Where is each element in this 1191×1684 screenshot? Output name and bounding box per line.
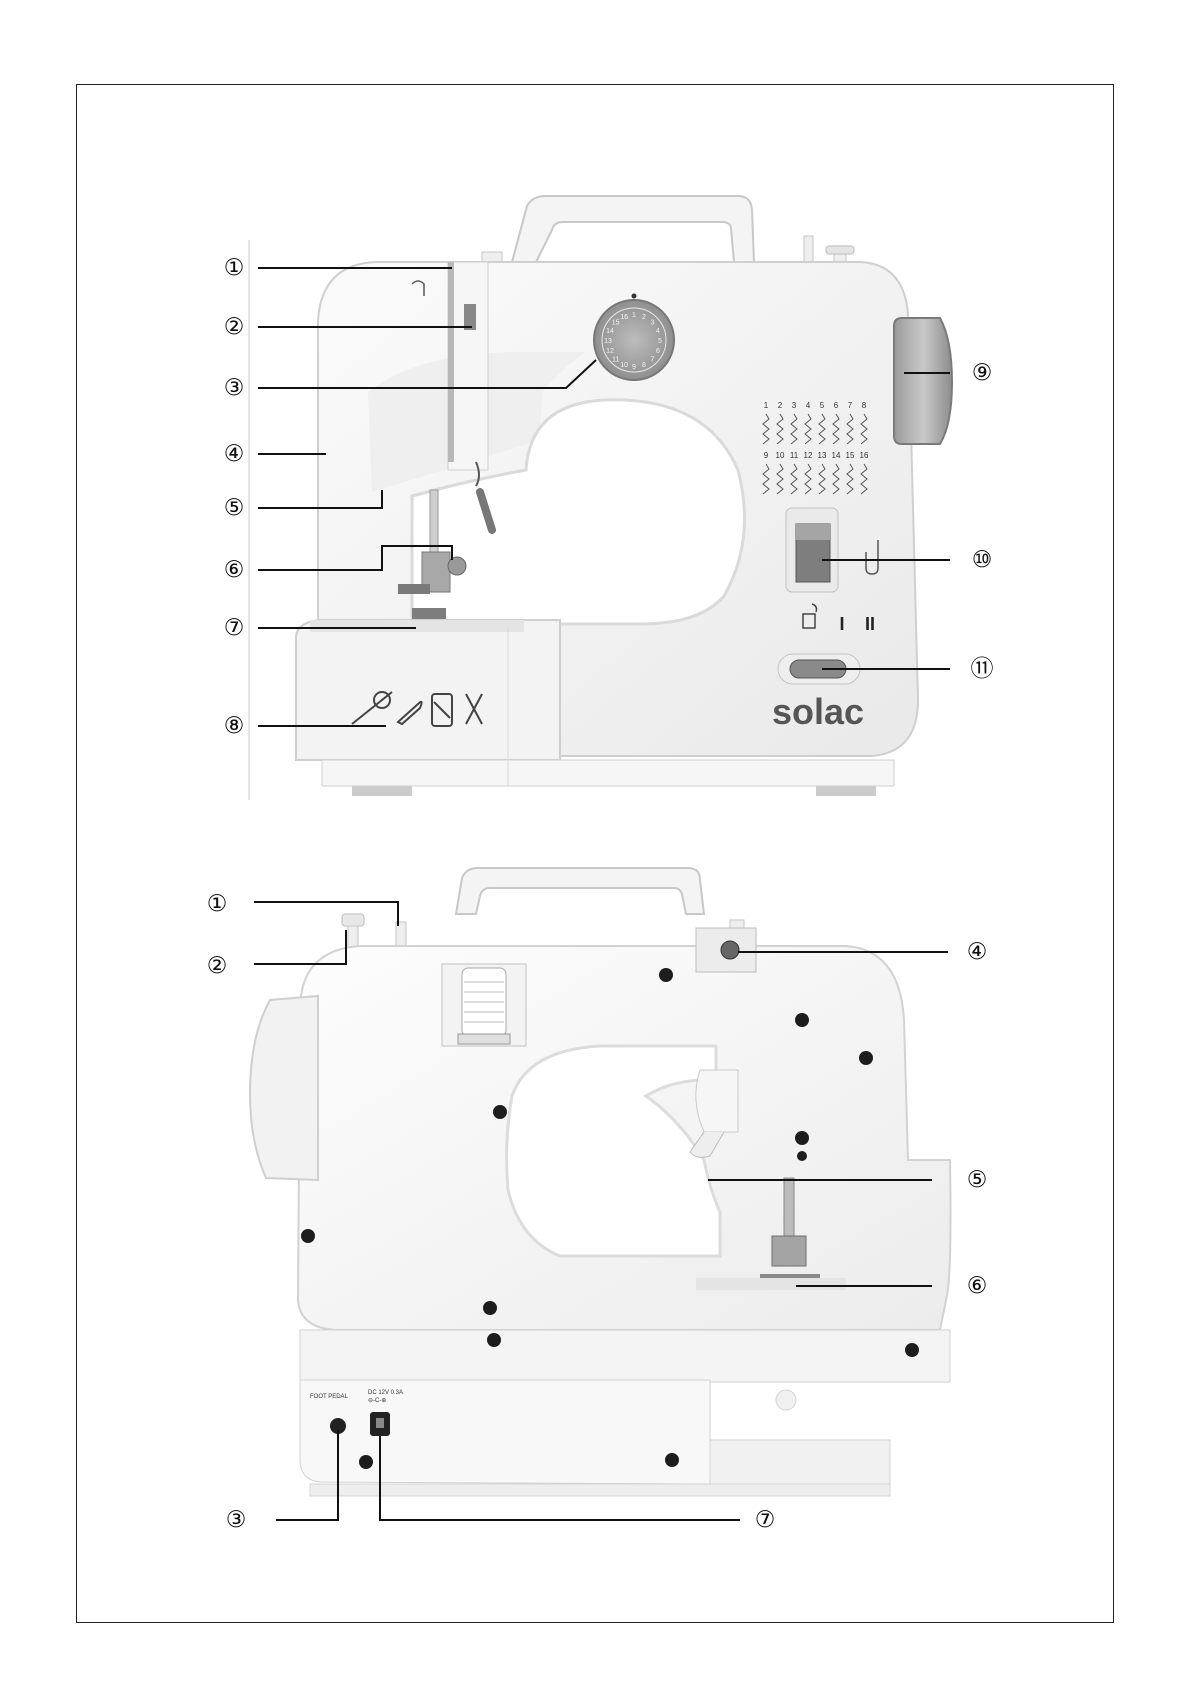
rear-lower-body: [300, 1380, 710, 1484]
dial-number: 10: [620, 362, 628, 369]
front-callout-6: ⑥: [217, 553, 251, 587]
dial-number: 6: [656, 348, 660, 355]
front-callout-4: ④: [217, 437, 251, 471]
front-callout-1: ①: [217, 251, 251, 285]
stitch-number: 15: [846, 451, 855, 460]
stitch-number: 2: [778, 401, 783, 410]
power-input-label: DC 12V 0.3A: [368, 1390, 403, 1396]
front-callout-2: ②: [217, 310, 251, 344]
stitch-number: 7: [848, 401, 853, 410]
dial-number: 7: [650, 356, 654, 363]
rear-presser-lever-housing: [696, 1070, 738, 1132]
rear-needle-plate: [696, 1278, 846, 1290]
brand-logo: solac: [772, 691, 864, 732]
rear-base: [300, 1330, 950, 1382]
needle-bar: [430, 490, 438, 554]
speed-label-ii: II: [865, 614, 875, 634]
dial-number: 4: [656, 328, 660, 335]
front-callout-7: ⑦: [217, 611, 251, 645]
rear-carry-handle: [456, 868, 704, 914]
stitch-number: 6: [834, 401, 839, 410]
rear-callout-5: ⑤: [960, 1163, 994, 1197]
dial-number: 1: [632, 312, 636, 319]
bobbin-winder-cap: [826, 246, 854, 254]
presser-foot: [412, 608, 446, 620]
dial-number: 5: [658, 338, 662, 345]
stitch-number: 14: [832, 451, 841, 460]
rear-callout-4: ④: [960, 935, 994, 969]
speed-label-i: I: [839, 614, 844, 634]
presser-foot-screw: [398, 584, 430, 594]
power-socket-pin: [376, 1418, 384, 1428]
rear-callout-2: ②: [200, 949, 234, 983]
power-polarity-label: ⊖-C-⊕: [368, 1398, 386, 1404]
front-callout-5: ⑤: [217, 491, 251, 525]
hand-wheel[interactable]: [894, 318, 952, 444]
foot-left: [352, 786, 412, 796]
foot-pedal-label: FOOT PEDAL: [310, 1394, 349, 1400]
dial-number: 13: [604, 338, 612, 345]
dial-number: 9: [632, 364, 636, 371]
carry-handle: [512, 196, 754, 262]
rear-guide-screw: [721, 941, 739, 959]
dial-number: 3: [650, 320, 654, 327]
rear-callout-1: ①: [200, 887, 234, 921]
reverse-lever-cap: [796, 524, 830, 540]
stitch-number: 1: [764, 401, 769, 410]
needle-plate: [310, 620, 524, 632]
rear-hand-wheel: [250, 996, 318, 1180]
dial-number: 12: [606, 348, 614, 355]
stitch-number: 12: [804, 451, 813, 460]
rear-callout-3: ③: [219, 1503, 253, 1537]
spool-base: [458, 1034, 510, 1044]
machine-base: [322, 760, 894, 786]
front-callout-10: ⑩: [965, 543, 999, 577]
accessory-box: [296, 620, 560, 760]
stitch-number: 3: [792, 401, 797, 410]
dial-number: 16: [620, 314, 628, 321]
rear-presser-foot-holder: [772, 1236, 806, 1266]
rear-view-illustration: FOOT PEDAL DC 12V 0.3A ⊖-C-⊕: [0, 860, 1191, 1560]
needle-clamp-screw: [448, 557, 466, 575]
rear-callout-6: ⑥: [960, 1269, 994, 1303]
stitch-number: 4: [806, 401, 811, 410]
dial-number: 8: [642, 362, 646, 369]
dial-number: 2: [642, 314, 646, 321]
stitch-number: 16: [860, 451, 869, 460]
stitch-number: 5: [820, 401, 825, 410]
rear-bobbin-winder-cap: [342, 914, 364, 926]
dial-number: 15: [612, 320, 620, 327]
stitch-number: 10: [776, 451, 785, 460]
stitch-number: 13: [818, 451, 827, 460]
rear-free-arm-opening: [507, 1046, 720, 1256]
rear-plug-cap: [776, 1390, 796, 1410]
front-callout-8: ⑧: [217, 709, 251, 743]
foot-right: [816, 786, 876, 796]
rear-leader-1: [254, 902, 398, 926]
dial-number: 11: [612, 356, 619, 363]
stitch-number: 9: [764, 451, 769, 460]
dial-marker: [632, 294, 637, 299]
front-callout-9: ⑨: [965, 356, 999, 390]
rear-foot-strip: [310, 1484, 890, 1496]
dial-number: 14: [606, 328, 614, 335]
rear-accessory-box: [710, 1440, 890, 1484]
thread-path: [448, 262, 454, 462]
front-callout-11: ⑪: [965, 652, 999, 686]
stitch-number: 11: [790, 451, 799, 460]
stitch-number: 8: [862, 401, 867, 410]
front-callout-3: ③: [217, 371, 251, 405]
rear-callout-7: ⑦: [748, 1503, 782, 1537]
